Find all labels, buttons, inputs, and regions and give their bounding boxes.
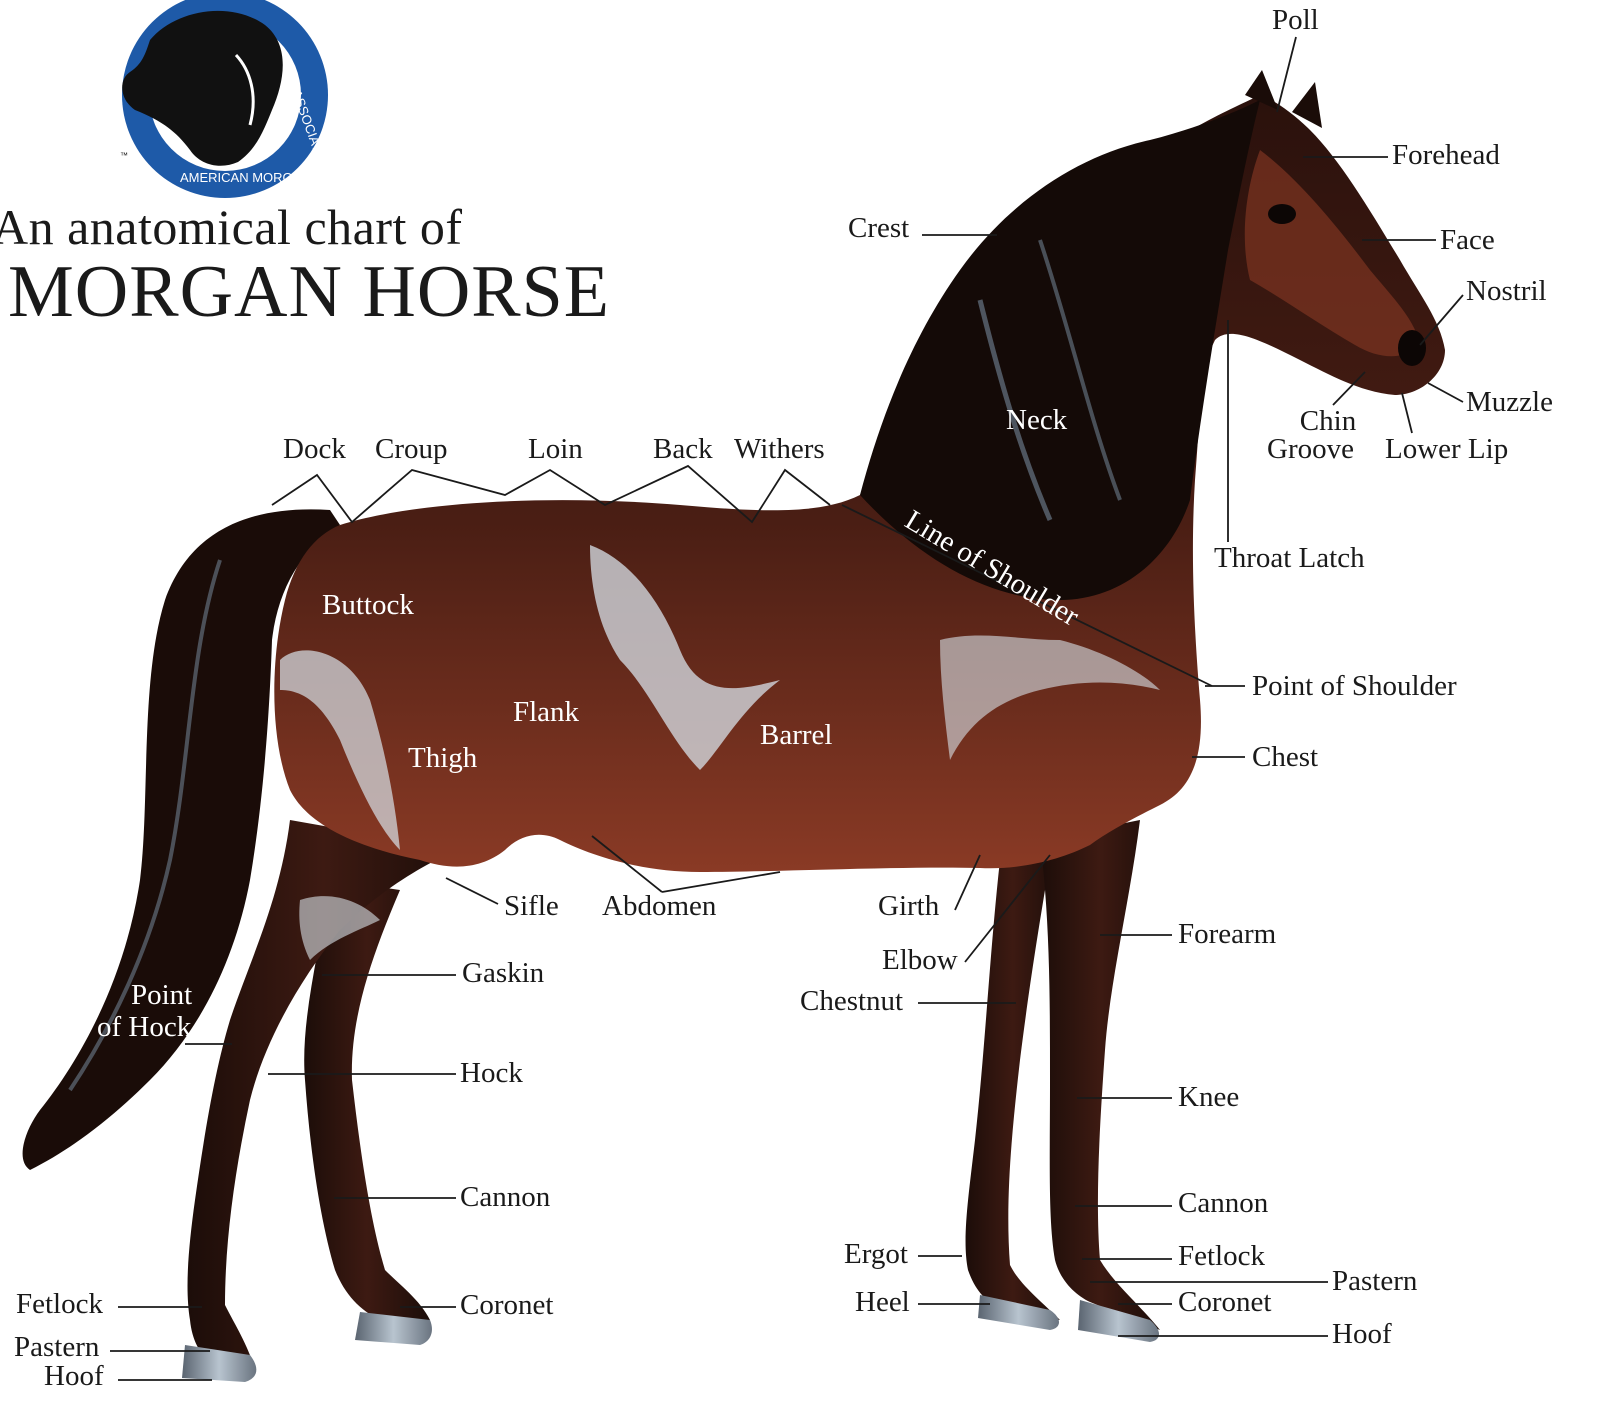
- label-chest: Chest: [1252, 741, 1318, 773]
- horse-eye: [1268, 204, 1296, 224]
- label-withers: Withers: [734, 433, 825, 465]
- label-lower-lip: Lower Lip: [1385, 433, 1508, 465]
- label-hoof-front: Hoof: [1332, 1318, 1392, 1350]
- label-pastern-front: Pastern: [1332, 1265, 1417, 1297]
- label-dock: Dock: [283, 433, 346, 465]
- horse-front-leg-near: [1040, 820, 1160, 1330]
- label-muzzle: Muzzle: [1466, 386, 1553, 418]
- label-elbow: Elbow: [882, 944, 958, 976]
- label-knee: Knee: [1178, 1081, 1239, 1113]
- label-fetlock-front: Fetlock: [1178, 1240, 1265, 1272]
- association-logo: AMERICAN MORGAN HORSE ASSOCIATION ™: [120, 0, 361, 198]
- label-croup: Croup: [375, 433, 448, 465]
- horse-front-leg-far: [966, 860, 1060, 1320]
- label-girth: Girth: [878, 890, 939, 922]
- chart-title-line2: MORGAN HORSE: [8, 250, 610, 335]
- label-cannon-front: Cannon: [1178, 1187, 1268, 1219]
- label-barrel: Barrel: [760, 719, 832, 751]
- label-neck: Neck: [1006, 404, 1067, 436]
- label-forearm: Forearm: [1178, 918, 1276, 950]
- label-fetlock-hind: Fetlock: [16, 1288, 103, 1320]
- label-pastern-hind: Pastern: [14, 1331, 99, 1363]
- label-buttock: Buttock: [322, 589, 414, 621]
- label-nostril: Nostril: [1466, 275, 1547, 307]
- label-loin: Loin: [528, 433, 583, 465]
- logo-trademark: ™: [120, 151, 128, 160]
- label-point-of-shoulder: Point of Shoulder: [1252, 670, 1457, 702]
- label-thigh: Thigh: [408, 742, 477, 774]
- label-gaskin: Gaskin: [462, 957, 544, 989]
- label-back: Back: [653, 433, 713, 465]
- label-forehead: Forehead: [1392, 139, 1500, 171]
- label-coronet-front: Coronet: [1178, 1286, 1271, 1318]
- label-flank: Flank: [513, 696, 579, 728]
- label-heel: Heel: [855, 1286, 910, 1318]
- label-chin-groove-line2: Groove: [1267, 433, 1354, 465]
- label-point-of-hock-line1: Point: [131, 979, 192, 1011]
- logo-ring-text: AMERICAN MORGAN HORSE: [180, 170, 361, 185]
- label-sifle: Sifle: [504, 890, 559, 922]
- label-abdomen: Abdomen: [602, 890, 716, 922]
- label-chestnut: Chestnut: [800, 985, 903, 1017]
- label-poll: Poll: [1272, 4, 1319, 36]
- chart-title-line1: An anatomical chart of: [0, 198, 463, 256]
- label-ergot: Ergot: [844, 1238, 908, 1270]
- label-cannon-hind: Cannon: [460, 1181, 550, 1213]
- label-coronet-hind: Coronet: [460, 1289, 553, 1321]
- label-hock: Hock: [460, 1057, 523, 1089]
- label-throat-latch: Throat Latch: [1214, 542, 1365, 574]
- label-point-of-hock-line2: of Hock: [97, 1011, 191, 1043]
- horse-nostril: [1398, 330, 1426, 366]
- label-crest: Crest: [848, 212, 909, 244]
- label-hoof-hind: Hoof: [44, 1360, 104, 1392]
- label-face: Face: [1440, 224, 1495, 256]
